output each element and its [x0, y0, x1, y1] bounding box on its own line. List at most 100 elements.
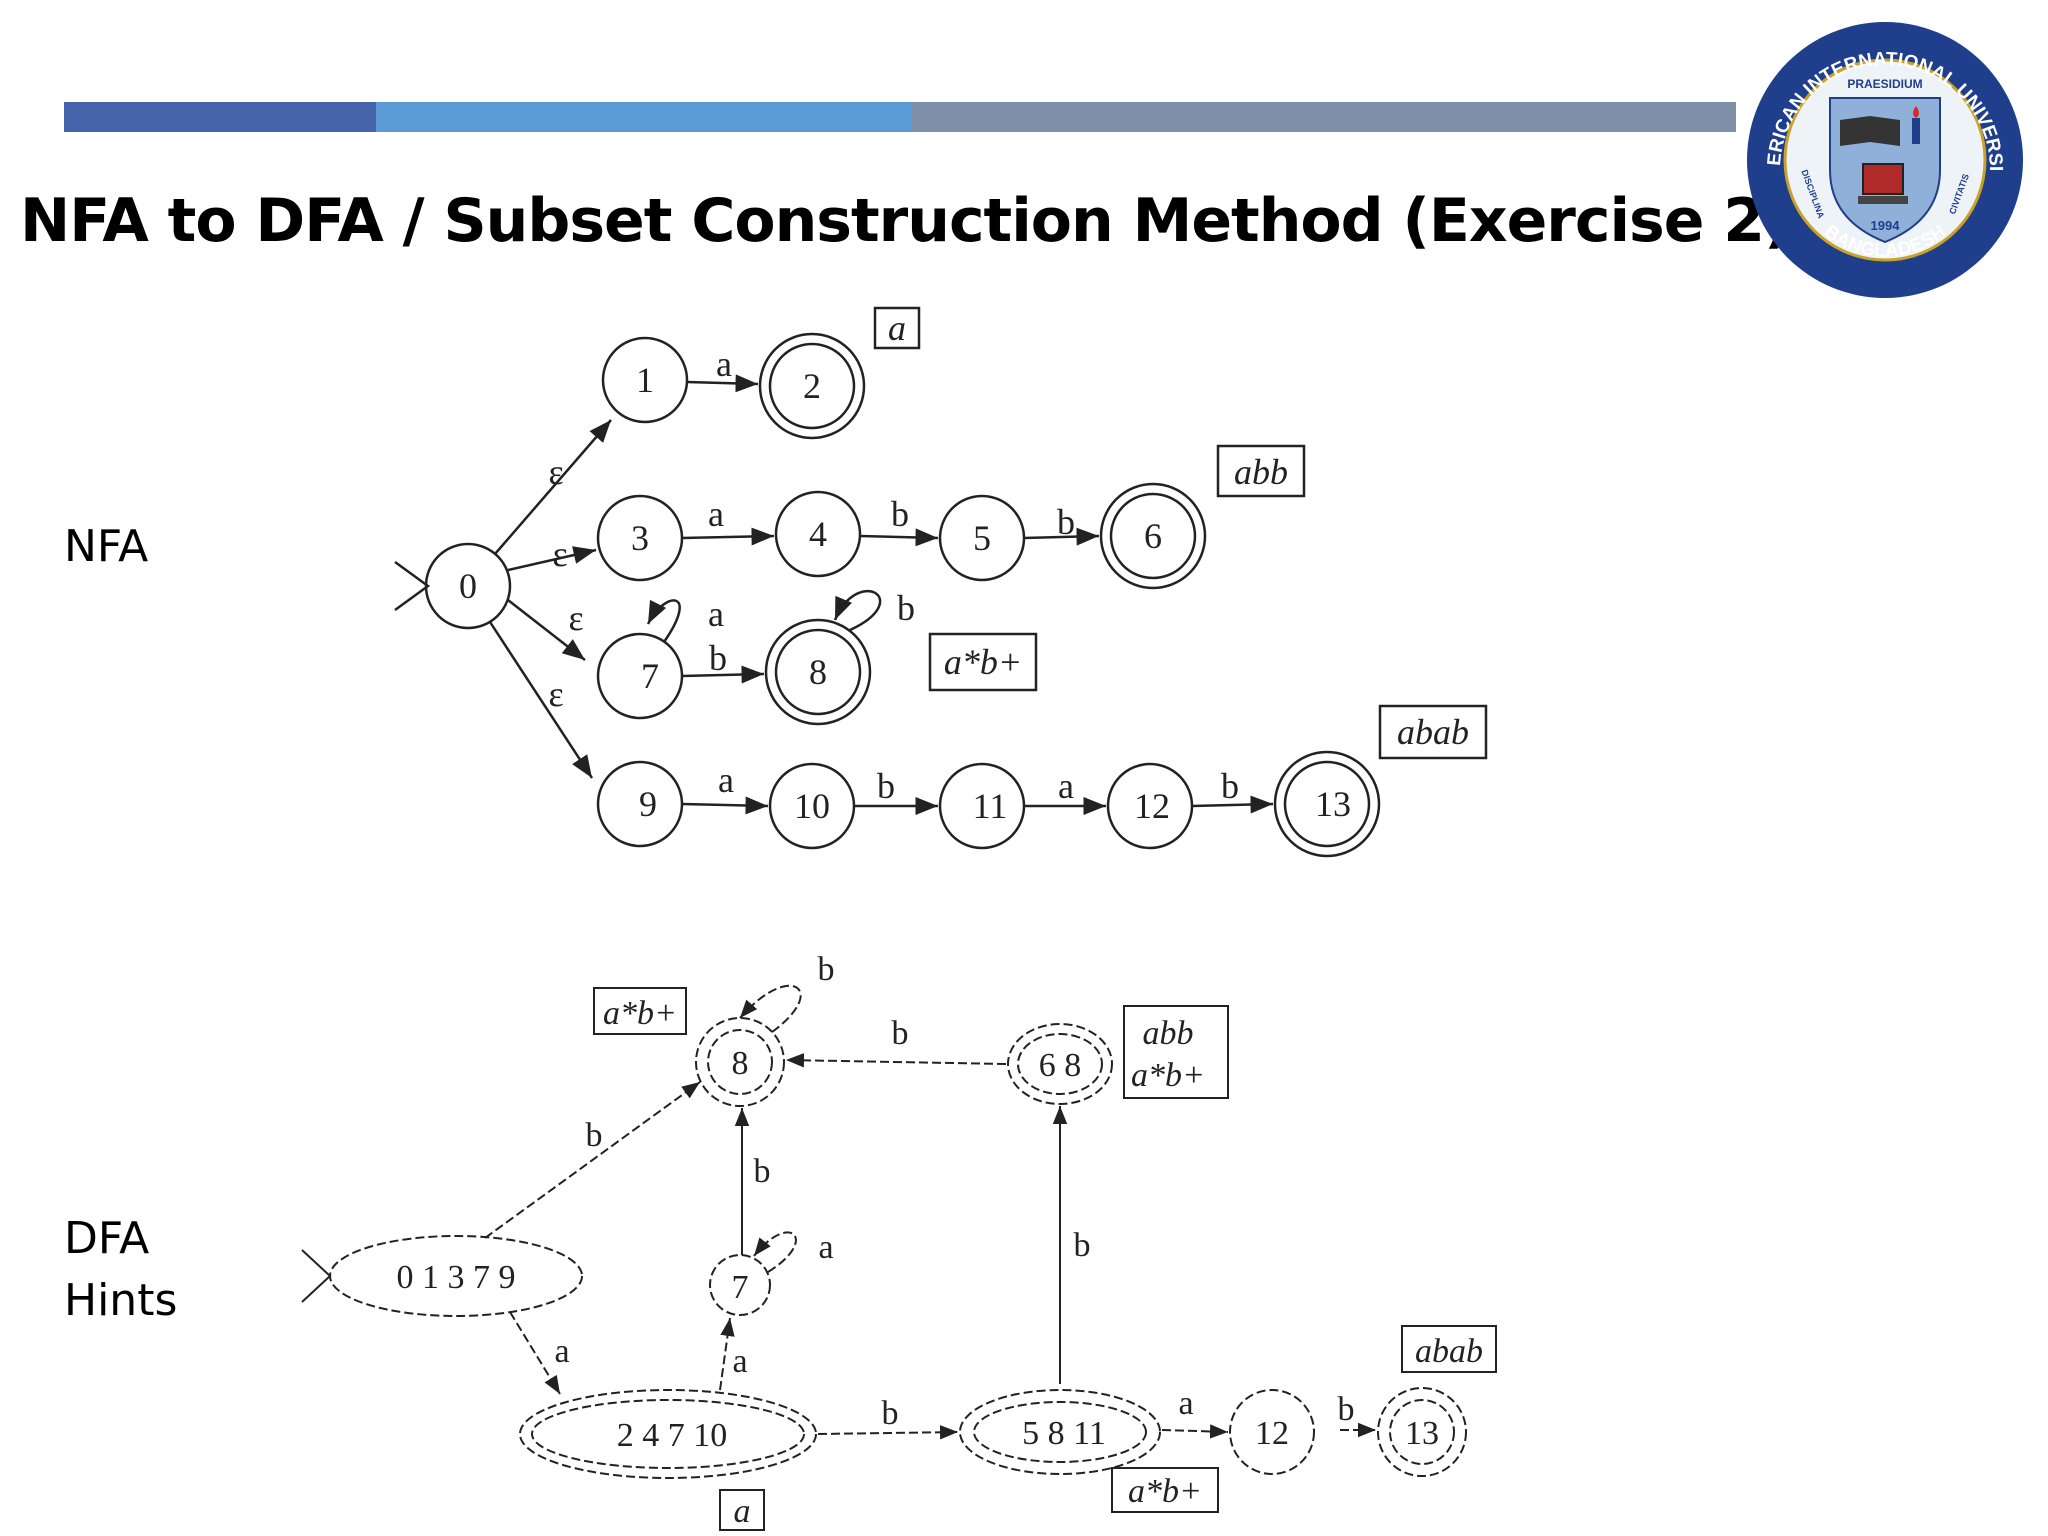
- dfa-pattern-box-68: [1123, 1005, 1229, 1099]
- dfa-edge-01379-24710: [509, 1311, 561, 1395]
- nfa-start-arrow: [394, 560, 431, 612]
- book-icon: [1840, 116, 1900, 146]
- nfa-patterns: a abb a*b+ abab: [888, 308, 1469, 752]
- nfa-label-12-13: b: [1221, 766, 1239, 806]
- nfa-diagram: [394, 306, 1488, 858]
- nfa-state-7: [596, 632, 684, 720]
- nfa-label-4-5: b: [891, 494, 909, 534]
- nfa-state-6: [1099, 482, 1207, 590]
- nfa-edge-0-7: [507, 599, 586, 661]
- dfa-label-01379-8: b: [586, 1117, 603, 1154]
- nfa-pattern-3: a*b+: [944, 642, 1022, 682]
- nfa-edge-12-13: [1191, 795, 1274, 814]
- dfa-pattern-68-line1: abb: [1143, 1015, 1194, 1052]
- dfa-text: 0 1 3 7 9 2 4 7 10 7 8 6 8 5 8 11 12 13 …: [397, 951, 1440, 1454]
- dfa-state-24710: [519, 1389, 817, 1479]
- dfa-label-01379-24710: a: [554, 1333, 569, 1370]
- nfa-label-9-10: a: [718, 760, 734, 800]
- header-bar-segment-2: [376, 102, 912, 132]
- dfa-state-24710-label: 2 4 7 10: [617, 1417, 728, 1454]
- dfa-edge-5811-12: [1161, 1424, 1229, 1439]
- nfa-pattern-1: a: [888, 308, 906, 348]
- dfa-edge-24710-5811: [817, 1425, 959, 1440]
- dfa-state-7-label: 7: [732, 1269, 749, 1306]
- dfa-label-7-loop: a: [818, 1229, 833, 1266]
- computer-icon: [1862, 163, 1904, 195]
- nfa-edge-0-1: [494, 419, 612, 555]
- dfa-state-12: [1229, 1389, 1315, 1475]
- dfa-label-line2: Hints: [64, 1275, 178, 1326]
- nfa-edge-7-8: [681, 665, 765, 684]
- dfa-pattern-68-line2: a*b+: [1131, 1057, 1205, 1094]
- nfa-label-11-12: a: [1058, 766, 1074, 806]
- nfa-edge-1-2: [686, 374, 759, 393]
- nfa-text: 0 1 2 3 4 5 6 7 8 9 10 11 12 13 ε ε ε ε …: [459, 344, 1351, 826]
- nfa-state-0-label: 0: [459, 566, 477, 606]
- dfa-state-8: [695, 1017, 785, 1107]
- nfa-label-1-2: a: [716, 344, 732, 384]
- dfa-loop-8-b: [739, 984, 802, 1033]
- dfa-edge-68-8: [785, 1053, 1007, 1068]
- dfa-state-01379: [329, 1235, 583, 1317]
- dfa-pattern-13: abab: [1415, 1333, 1483, 1370]
- university-logo: AMERICAN INTERNATIONAL UNIVERSITY BANGLA…: [1740, 20, 2023, 298]
- header-bar-segment-1: [64, 102, 376, 132]
- dfa-loop-7-a: [753, 1231, 797, 1273]
- dfa-state-5811: [959, 1389, 1161, 1475]
- dfa-state-01379-label: 0 1 3 7 9: [397, 1259, 516, 1296]
- dfa-state-68: [1007, 1023, 1113, 1105]
- dfa-label-24710-7: a: [732, 1343, 747, 1380]
- nfa-pattern-box-2: [1216, 444, 1306, 498]
- logo-motto: PRAESIDIUM: [1847, 77, 1922, 91]
- nfa-state-2-label: 2: [803, 366, 821, 406]
- nfa-label-10-11: b: [877, 766, 895, 806]
- nfa-pattern-box-1: [873, 306, 921, 350]
- nfa-label-5-6: b: [1057, 502, 1075, 542]
- nfa-label-eps-0-7: ε: [568, 598, 583, 638]
- dfa-state-13-label: 13: [1405, 1415, 1439, 1452]
- dfa-state-7: [709, 1254, 771, 1316]
- dfa-label-12-13: b: [1338, 1391, 1355, 1428]
- nfa-loop-8-b: [833, 589, 882, 632]
- nfa-label-7-8: b: [709, 638, 727, 678]
- nfa-state-7-label: 7: [641, 656, 659, 696]
- dfa-state-5811-label: 5 8 11: [1022, 1415, 1106, 1452]
- dfa-label-7-8: b: [754, 1153, 771, 1190]
- nfa-edge-0-9: [488, 621, 594, 779]
- nfa-state-13-label: 13: [1315, 784, 1351, 824]
- logo-year: 1994: [1871, 218, 1901, 233]
- nfa-state-0: [424, 542, 512, 630]
- nfa-state-12-label: 12: [1134, 786, 1170, 826]
- nfa-edge-3-4: [681, 527, 775, 546]
- dfa-pattern-5811: a*b+: [1128, 1473, 1202, 1510]
- candle-icon: [1912, 118, 1920, 144]
- dfa-label-5811-68: b: [1074, 1227, 1091, 1264]
- nfa-state-6-label: 6: [1144, 516, 1162, 556]
- nfa-state-11-label: 11: [973, 786, 1008, 826]
- nfa-edge-9-10: [681, 796, 769, 815]
- dfa-label-8-loop: b: [818, 951, 835, 988]
- nfa-edge-5-6: [1023, 527, 1100, 546]
- nfa-pattern-2: abb: [1234, 452, 1288, 492]
- nfa-state-4-label: 4: [809, 514, 827, 554]
- dfa-diagram: [301, 984, 1497, 1531]
- nfa-label: NFA: [64, 521, 149, 572]
- nfa-edge-4-5: [859, 528, 939, 547]
- dfa-pattern-box-13: [1401, 1325, 1497, 1373]
- dfa-state-8-label: 8: [732, 1045, 749, 1082]
- nfa-state-9-label: 9: [639, 784, 657, 824]
- nfa-pattern-box-3: [928, 632, 1038, 692]
- header-bar-segment-3: [912, 102, 1736, 132]
- dfa-pattern-box-24710: [719, 1489, 765, 1531]
- nfa-label-7-loop: a: [708, 594, 724, 634]
- nfa-state-2: [758, 332, 866, 440]
- dfa-pattern-box-5811: [1111, 1467, 1219, 1513]
- nfa-state-10-label: 10: [794, 786, 830, 826]
- nfa-label-eps-0-9: ε: [548, 674, 563, 714]
- nfa-pattern-box-4: [1378, 704, 1488, 760]
- nfa-pattern-4: abab: [1397, 712, 1469, 752]
- dfa-label-line1: DFA: [64, 1213, 150, 1264]
- dfa-state-68-label: 6 8: [1039, 1047, 1082, 1084]
- dfa-edge-24710-7: [719, 1317, 735, 1391]
